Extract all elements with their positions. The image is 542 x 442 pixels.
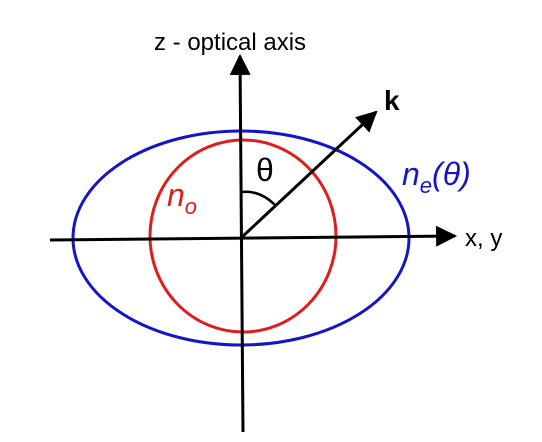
wavevector-label: k — [384, 85, 400, 116]
ordinary-index-base: n — [167, 177, 185, 213]
extraordinary-index-label: ne(θ) — [402, 156, 471, 198]
z-axis-line — [229, 53, 251, 433]
ordinary-index-label: no — [167, 177, 197, 219]
ordinary-index-subscript: o — [185, 194, 197, 219]
angle-label: θ — [256, 152, 274, 188]
xy-axis-label: x, y — [465, 225, 502, 252]
extraordinary-index-argument: (θ) — [432, 156, 471, 192]
extraordinary-index-base: n — [402, 156, 420, 192]
z-axis-label: z - optical axis — [154, 29, 306, 56]
extraordinary-index-subscript: e — [420, 173, 432, 198]
xy-axis-line — [49, 225, 458, 247]
angle-arc — [241, 190, 276, 206]
wavevector-arrow — [240, 110, 378, 239]
